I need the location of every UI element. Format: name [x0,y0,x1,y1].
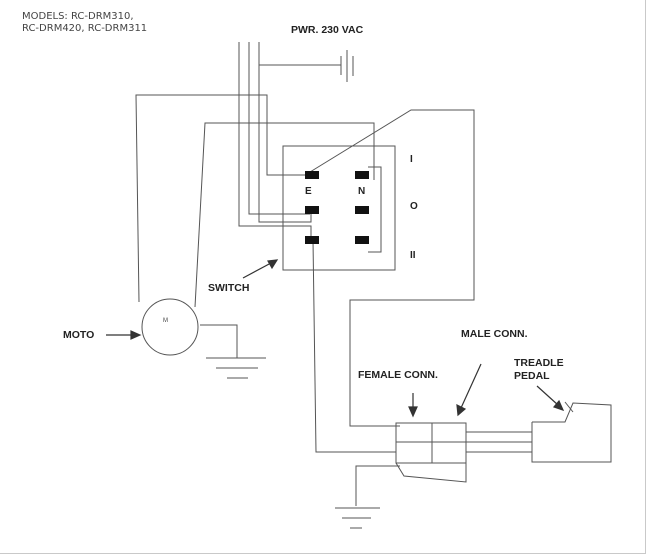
treadle-pedal-switch [564,401,574,413]
terminal-n-label: N [358,186,365,197]
terminal-n-bot [355,236,369,244]
connector-ground-icon [335,507,380,529]
female-conn-arrow-icon [408,393,418,418]
switch-position-labels: I O II [410,154,418,261]
switch-label: SWITCH [208,282,250,294]
male-connector [431,422,467,464]
terminal-e-label: E [305,186,312,197]
terminal-e-mid [305,206,319,214]
terminal-n-top [355,171,369,179]
switch-position-3: II [410,250,416,261]
treadle-arrow-icon [536,385,565,411]
female-connector [395,422,433,464]
connector-ground-wire [355,465,400,506]
terminal-e-top [305,171,319,179]
switch-to-connector-wire [312,239,396,453]
power-ground-icon [340,50,354,82]
female-conn-label: FEMALE CONN. [358,369,438,381]
motor-wire-inner [194,122,375,308]
connector-taper [395,462,467,483]
motor-arrow-icon [106,330,142,340]
ground-symbols [206,50,380,529]
models-line-2: RC-DRM420, RC-DRM311 [22,23,148,34]
models-line-1: MODELS: RC-DRM310, [22,11,134,22]
motor-wire-outer [135,94,310,303]
power-wire-left [238,42,312,240]
switch-box [282,145,396,271]
motor-ground-wire [200,324,238,358]
male-conn-label: MALE CONN. [461,328,528,340]
models-caption: MODELS: RC-DRM310, RC-DRM420, RC-DRM311 [22,11,147,35]
switch-position-1: I [410,154,413,165]
treadle-label-line-2: PEDAL [514,370,550,382]
treadle-pedal-body [531,402,612,463]
motor-label: MOTO [63,329,95,341]
power-label: PWR. 230 VAC [291,24,364,36]
terminal-n-mid [355,206,369,214]
motor-ground-icon [206,357,266,379]
terminal-e-bot [305,236,319,244]
power-wire-right [258,42,312,223]
earth-wire [309,109,475,427]
switch-internal-link [368,166,382,253]
treadle-label-line-1: TREADLE [514,357,564,369]
motor-symbol-label: M [163,318,168,324]
terminal-letters: E N [305,186,365,197]
wires [135,42,612,506]
power-wire-mid [248,42,310,215]
male-conn-arrow-icon [456,363,482,417]
switch-arrow-icon [242,259,279,279]
switch-position-2: O [410,201,418,212]
switch-terminals [305,171,369,244]
annotation-arrows [106,259,565,418]
motor-symbol [141,298,199,356]
